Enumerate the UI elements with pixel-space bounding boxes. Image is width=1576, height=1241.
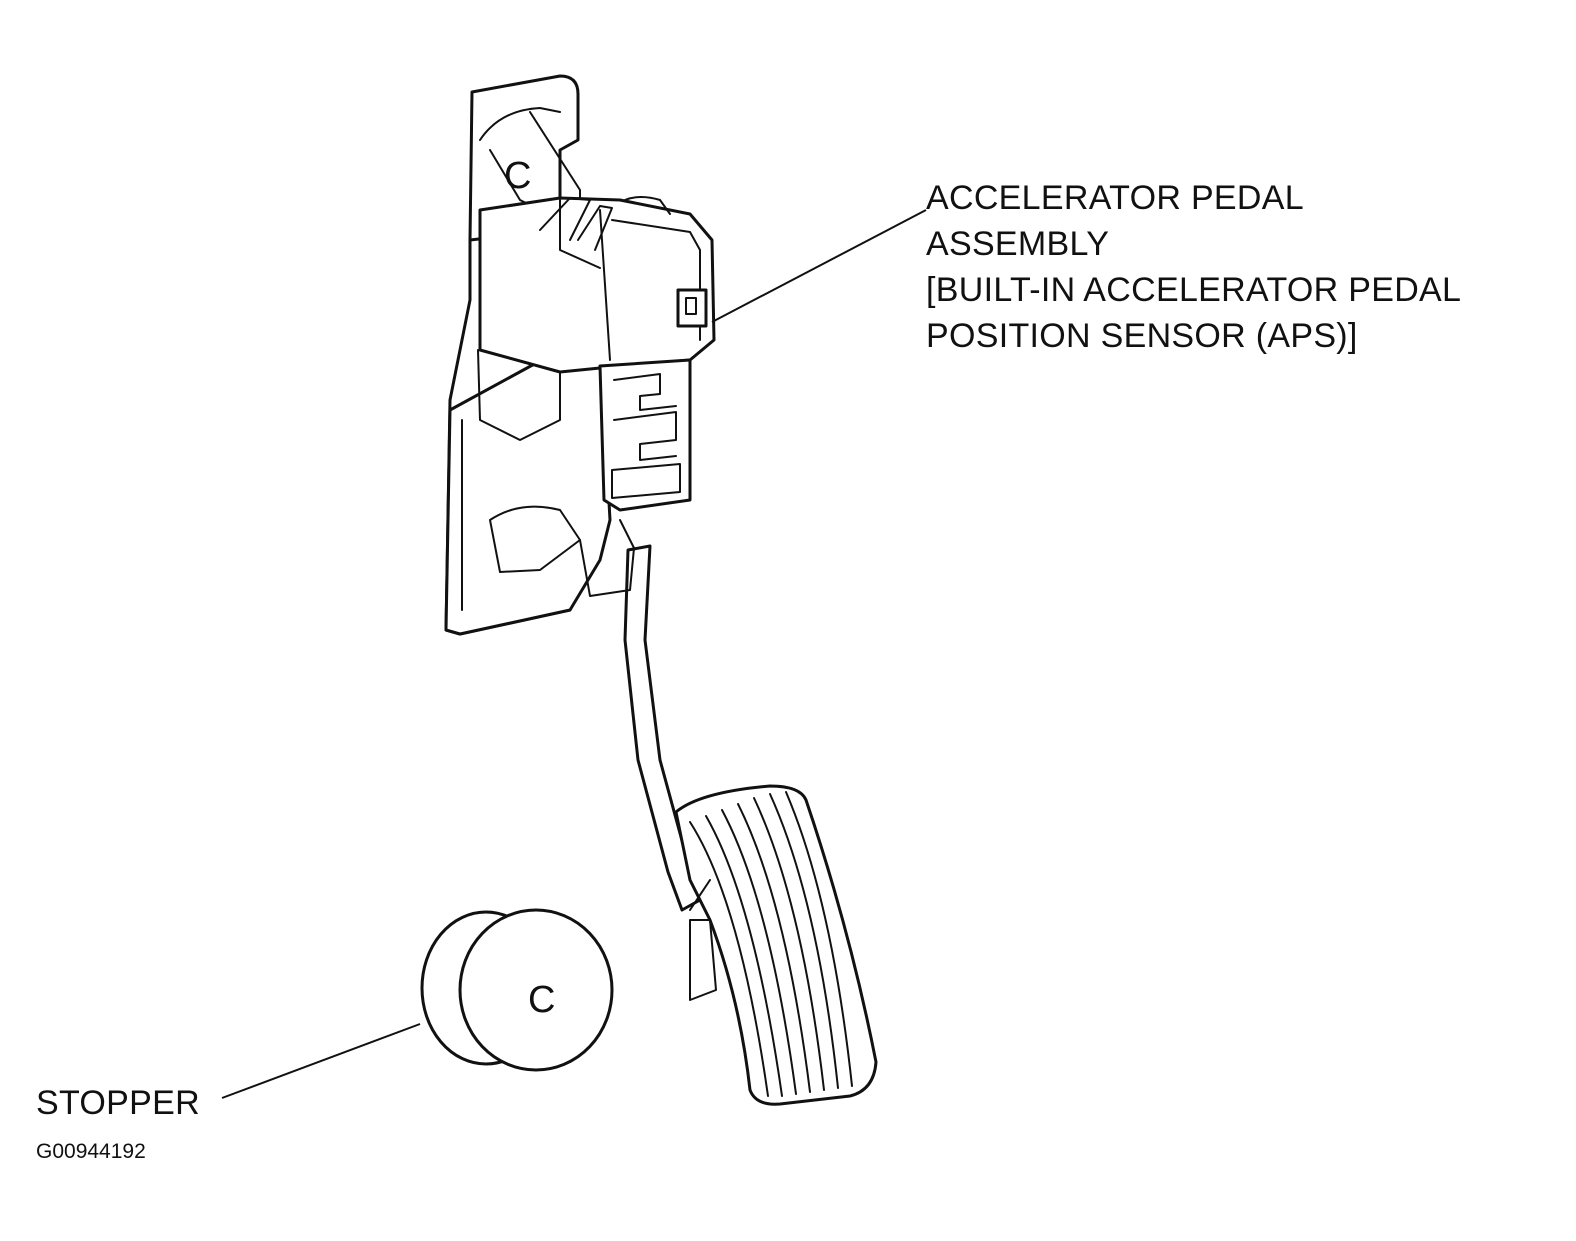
figure-id: G00944192 [36, 1140, 146, 1163]
pedal-mechanism [477, 349, 692, 597]
stopper-mark: C [528, 979, 555, 1021]
assembly-callout-line-2: ASSEMBLY [926, 225, 1110, 263]
stopper [420, 908, 614, 1072]
bracket-mark: C [504, 155, 531, 197]
assembly-leader-line [711, 209, 927, 323]
assembly-callout: ACCELERATOR PEDAL ASSEMBLY [BUILT-IN ACC… [926, 175, 1461, 359]
assembly-callout-line-4: POSITION SENSOR (APS)] [926, 317, 1358, 355]
stopper-leader-line [221, 1023, 421, 1099]
assembly-callout-line-1: ACCELERATOR PEDAL [926, 179, 1304, 217]
assembly-callout-line-3: [BUILT-IN ACCELERATOR PEDAL [926, 271, 1462, 309]
sensor-housing [478, 196, 716, 374]
stopper-callout: STOPPER [36, 1084, 200, 1122]
pedal-pad [674, 784, 878, 1106]
